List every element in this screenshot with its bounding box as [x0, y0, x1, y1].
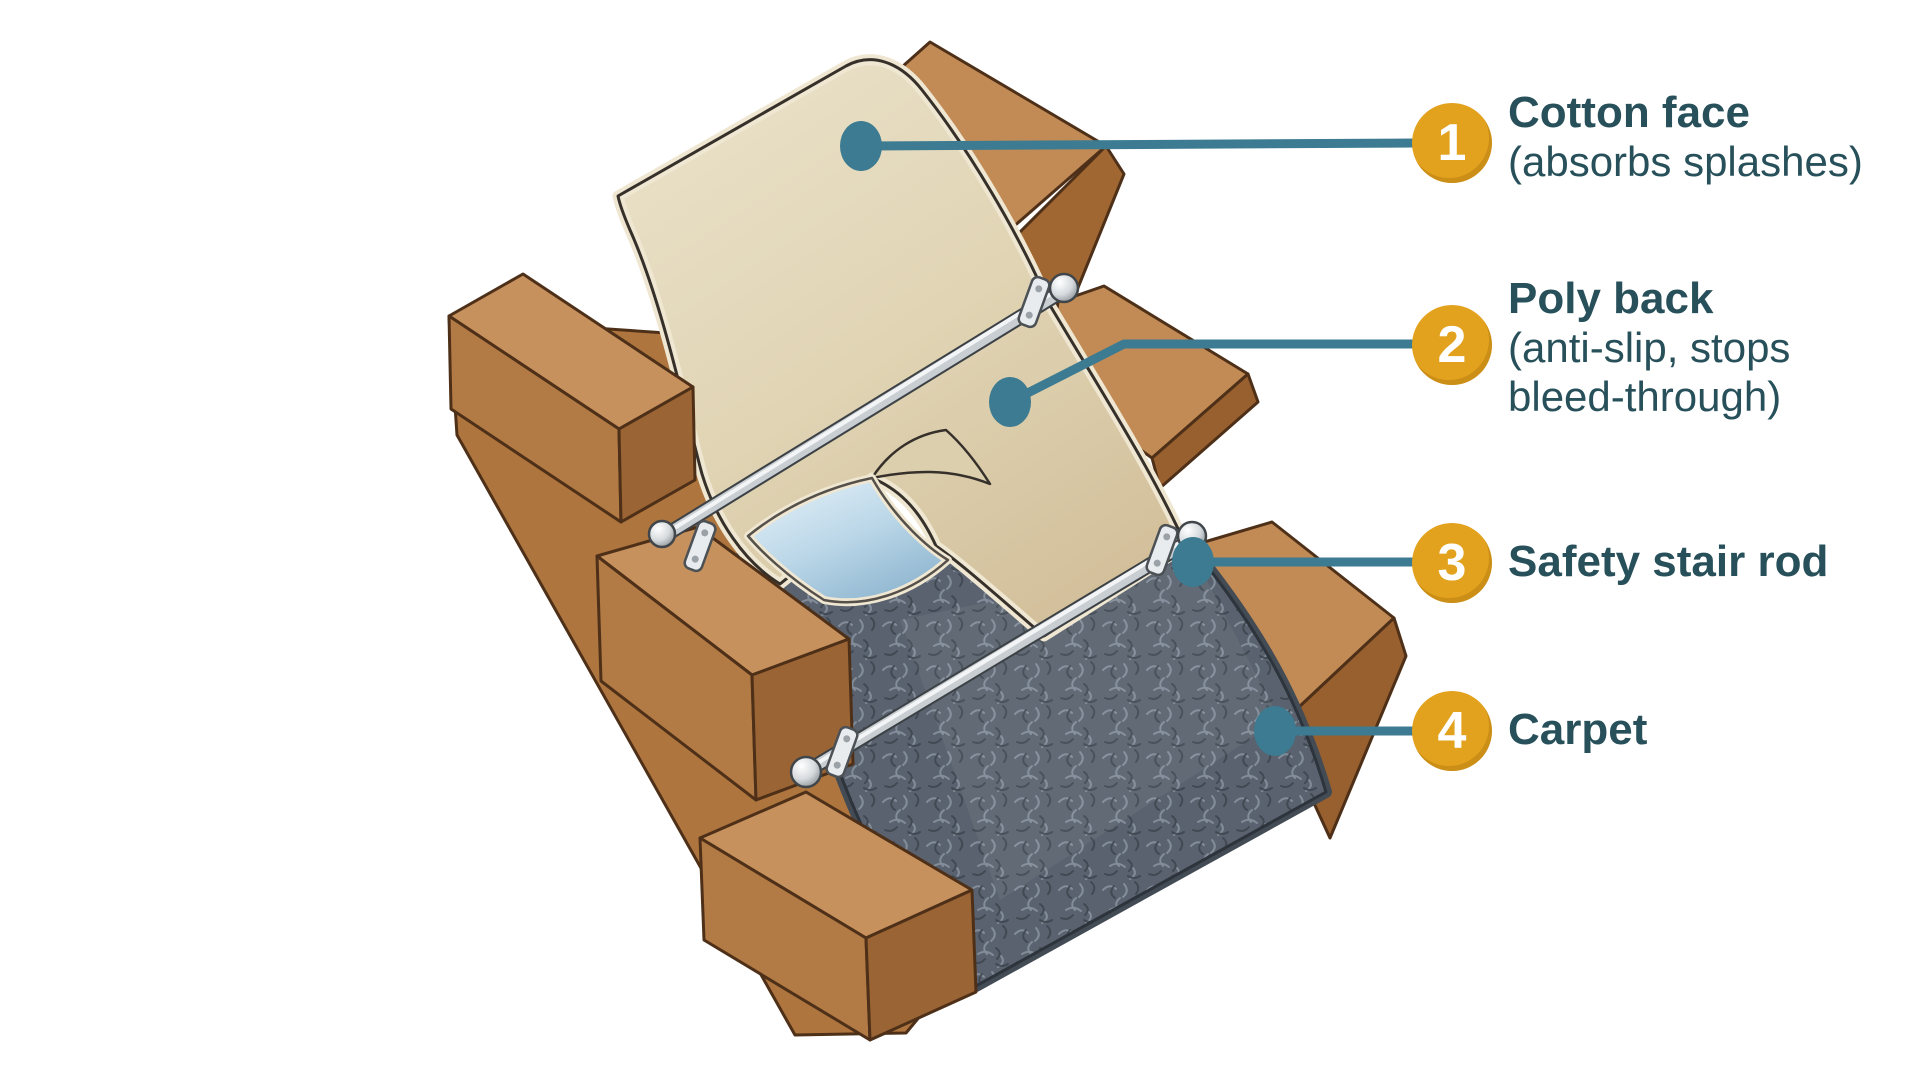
rod-bracket: [1017, 275, 1051, 329]
rod-bracket: [1145, 523, 1179, 577]
callout-subtitle: (absorbs splashes): [1508, 138, 1863, 185]
leader-line-2: [1007, 339, 1414, 407]
callout-badge-3: 3: [1412, 523, 1492, 603]
leader-line-1: [860, 138, 1415, 151]
leader-dot-2: [989, 377, 1031, 427]
leader-dots: [840, 121, 1296, 756]
callout-text-3: Safety stair rod: [1508, 537, 1828, 586]
callout-badge-4: 4: [1412, 691, 1492, 771]
rod-ball-finial: [789, 755, 823, 789]
stair-rod-2: [789, 520, 1208, 789]
callout-title: Safety stair rod: [1508, 537, 1829, 586]
wood-block-middle-left: [595, 525, 855, 802]
poly-back-fold: [744, 428, 992, 607]
callout-number: 2: [1437, 316, 1467, 374]
rod-bracket: [825, 725, 859, 779]
callout-badge-1: 1: [1412, 103, 1492, 183]
callout-subtitle: (anti-slip, stops: [1508, 324, 1791, 371]
leader-dot-3: [1172, 537, 1214, 587]
callout-title: Carpet: [1508, 705, 1648, 754]
rod-bracket: [683, 519, 717, 573]
stair-rod-1: [647, 272, 1080, 573]
callout-text-2: Poly back (anti-slip, stops bleed-throug…: [1508, 274, 1790, 421]
callout-subtitle: bleed-through): [1508, 373, 1782, 420]
rod-ball-finial: [647, 519, 677, 549]
callout-number: 1: [1437, 114, 1467, 172]
wood-block-lower-left: [698, 790, 978, 1042]
callout-text-4: Carpet: [1508, 705, 1647, 754]
leader-dot-4: [1254, 706, 1296, 756]
wood-block-upper-left: [447, 272, 697, 524]
leader-lines: [860, 138, 1415, 736]
callout-number: 4: [1437, 702, 1467, 760]
callout-title: Poly back: [1508, 274, 1714, 323]
rod-ball-finial: [1048, 272, 1080, 304]
callout-text-1: Cotton face (absorbs splashes): [1508, 88, 1863, 186]
callout-title: Cotton face: [1508, 88, 1750, 137]
callout-number: 3: [1437, 534, 1467, 592]
leader-dot-1: [840, 121, 882, 171]
callout-badge-2: 2: [1412, 305, 1492, 385]
